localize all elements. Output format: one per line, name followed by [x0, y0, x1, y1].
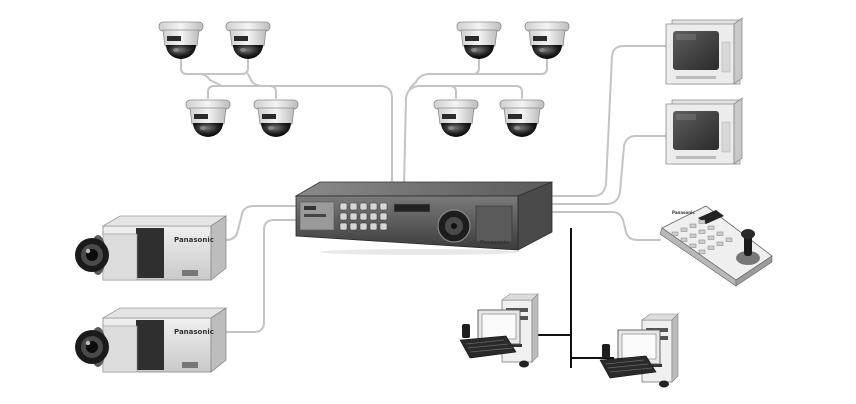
dvr-button: [349, 222, 358, 231]
dvr-button: [379, 202, 388, 211]
box-camera-1: Panasonic: [74, 215, 227, 281]
cable-dome-8: [403, 85, 523, 187]
controller-key: [680, 237, 688, 242]
crt-monitor-icon: [665, 17, 743, 85]
dvr-button: [339, 202, 348, 211]
desktop-pc-icon: [599, 313, 679, 388]
cable-box-2: [205, 219, 299, 333]
dvr-button: [339, 212, 348, 221]
controller-key: [716, 231, 724, 236]
dvr-button: [349, 202, 358, 211]
dvr-button: [379, 212, 388, 221]
digital-recorder: Panasonic: [294, 181, 553, 255]
cable-dome-1: [180, 54, 201, 75]
cable-monitor-2: [547, 135, 667, 205]
dome-camera-icon: [499, 99, 545, 138]
controller-key: [671, 231, 679, 236]
controller-key: [680, 227, 688, 232]
cable-dome-7: [419, 85, 457, 99]
controller-key: [707, 235, 715, 240]
dvr-top: [294, 181, 553, 197]
controller-key: [689, 233, 697, 238]
controller-key: [698, 219, 706, 224]
dvr-brand: Panasonic: [480, 240, 509, 246]
box-camera-icon: [74, 307, 227, 373]
dome-camera-icon: [524, 21, 570, 60]
controller-joystick: [744, 234, 752, 256]
cable-box-1: [205, 205, 299, 241]
controller-key: [698, 229, 706, 234]
cable-dome-6: [469, 54, 548, 75]
controller-key: [725, 237, 733, 242]
desktop-pc-icon: [459, 293, 539, 368]
dome-camera-icon: [253, 99, 299, 138]
controller-key: [689, 223, 697, 228]
box-camera-icon: [74, 215, 227, 281]
cable-left-trunk-a: [199, 73, 223, 87]
controller-key: [698, 239, 706, 244]
controller-brand: Panasonic: [672, 210, 695, 215]
controller-key: [716, 241, 724, 246]
dome-camera-icon: [433, 99, 479, 138]
dvr-button: [369, 222, 378, 231]
box-camera-1-brand: Panasonic: [174, 236, 214, 244]
dvr-button: [369, 202, 378, 211]
box-camera-2-brand: Panasonic: [174, 328, 214, 336]
cable-right-trunk-a: [409, 73, 471, 89]
dome-camera-icon: [225, 21, 271, 60]
dome-camera-icon: [185, 99, 231, 138]
dome-cameras: [158, 21, 570, 138]
dvr-button: [349, 212, 358, 221]
cable-dome-4: [221, 85, 277, 99]
dvr-button: [359, 222, 368, 231]
monitors: [665, 17, 743, 165]
cable-network: [180, 45, 667, 333]
controller-key: [707, 225, 715, 230]
controller-keypad: [671, 219, 733, 254]
dvr-button: [359, 202, 368, 211]
dvr-button: [379, 222, 388, 231]
dvr-button: [359, 212, 368, 221]
cable-dome-3: [207, 85, 223, 99]
dvr-right-panel: [475, 205, 513, 243]
controller-key: [698, 249, 706, 254]
controller-key: [707, 245, 715, 250]
dvr-button-grid: [339, 202, 388, 231]
crt-monitor-icon: [665, 97, 743, 165]
system-controller: Panasonic: [659, 205, 773, 287]
cable-controller: [547, 211, 661, 241]
box-camera-2: Panasonic: [74, 307, 227, 373]
cable-left-trunk-b: [247, 73, 393, 187]
dome-camera-icon: [456, 21, 502, 60]
dvr-button: [339, 222, 348, 231]
cable-dome-2: [199, 54, 249, 75]
dvr-button: [369, 212, 378, 221]
cable-monitor-1: [547, 45, 667, 197]
dvr-display: [393, 203, 431, 213]
computers: [459, 293, 679, 388]
dome-camera-icon: [158, 21, 204, 60]
controller-key: [689, 243, 697, 248]
